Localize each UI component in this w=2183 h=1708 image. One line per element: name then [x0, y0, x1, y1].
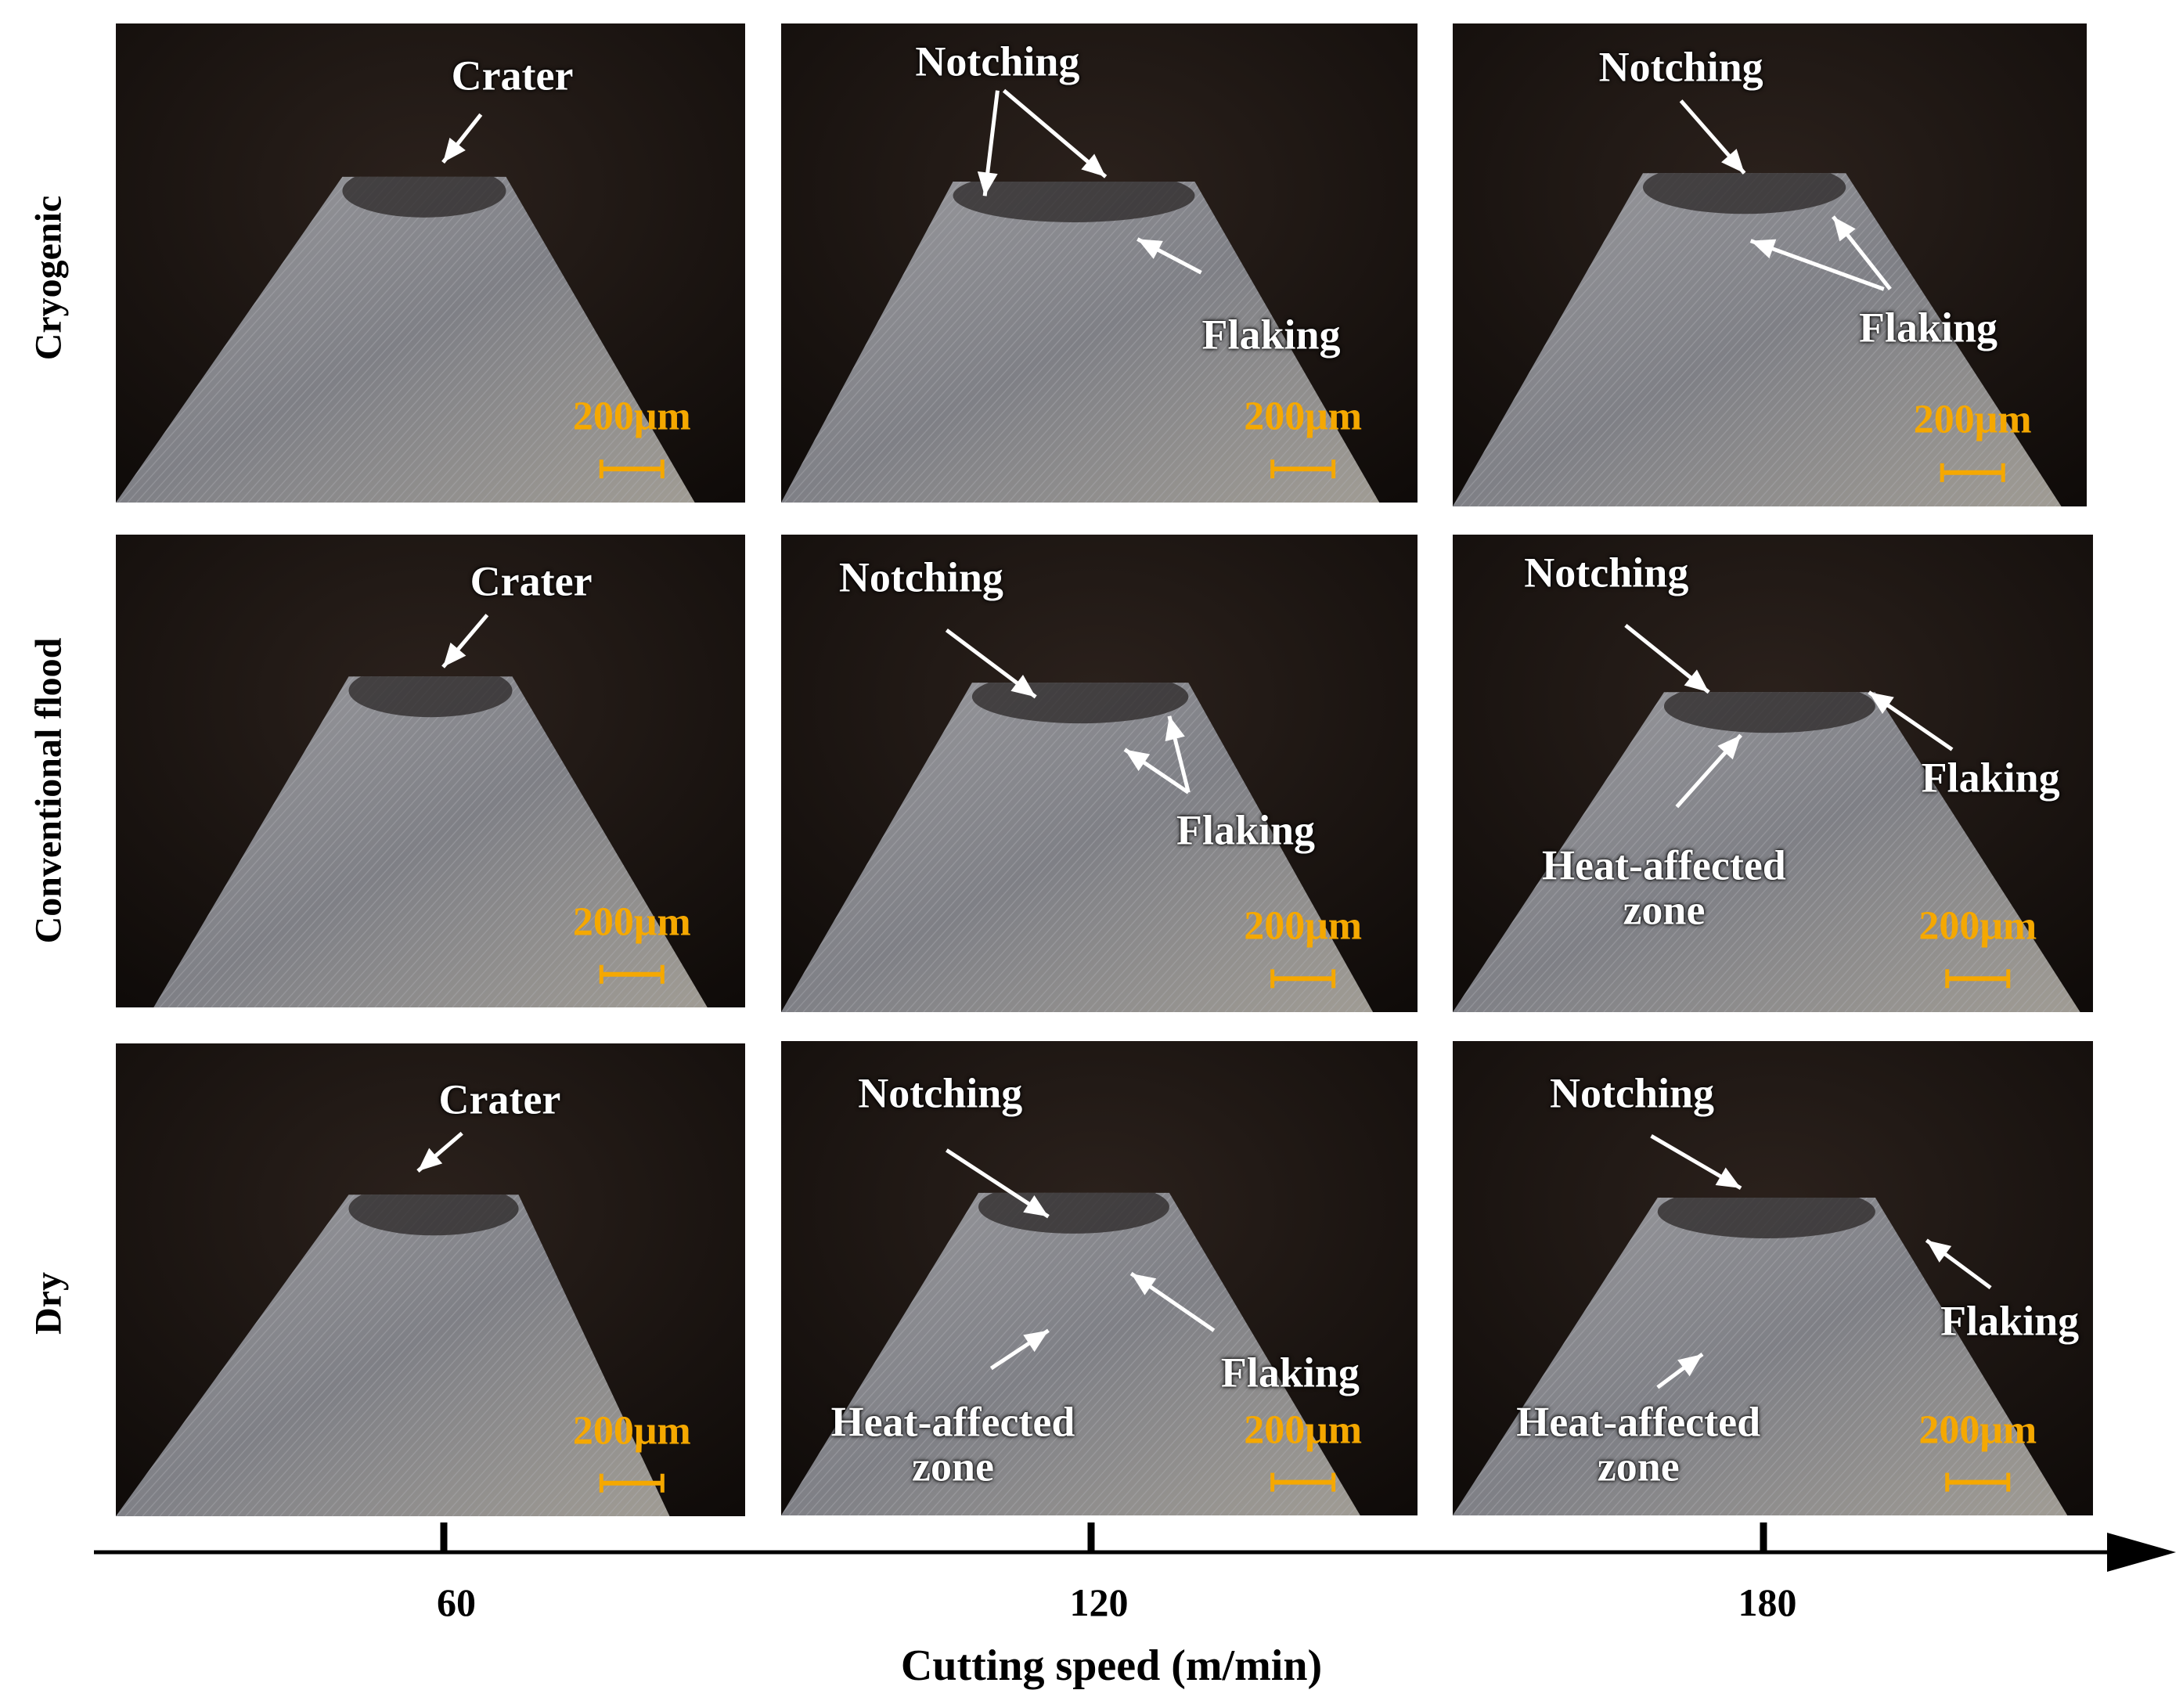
arrowhead: [1715, 1167, 1742, 1188]
tick-label-180: 180: [1738, 1580, 1797, 1624]
wear-zone: [348, 1195, 519, 1236]
scale-bar-label: 200μm: [1244, 903, 1363, 949]
scale-bar-label: 200μm: [572, 899, 691, 945]
tool-insert-face: [781, 683, 1374, 1012]
scale-bar-label: 200μm: [1918, 903, 2037, 949]
annotation-arrow: [1749, 239, 1885, 291]
annotation-crater: Crater: [451, 52, 574, 99]
annotation-heat-affected-zone: Heat-affected zone: [1542, 841, 1786, 934]
annotation-crater: Crater: [438, 1076, 561, 1124]
annotation-heat-affected-zone: Heat-affected zone: [830, 1398, 1075, 1490]
wear-zone: [978, 1192, 1169, 1234]
annotation-flaking: Flaking: [1220, 1349, 1360, 1396]
wear-zone: [1663, 692, 1875, 733]
axis-title: Cutting speed (m/min): [900, 1641, 1323, 1690]
axis-arrowhead: [2107, 1533, 2176, 1572]
arrowhead: [1023, 1195, 1049, 1217]
arrowhead: [1926, 1240, 1952, 1263]
arrowhead: [1721, 149, 1745, 174]
arrowhead: [1137, 239, 1163, 259]
arrowhead: [1131, 1273, 1157, 1295]
arrowhead: [1165, 715, 1185, 742]
tick-label-120: 120: [1069, 1580, 1129, 1624]
tool-insert-face: [1453, 1197, 2068, 1515]
annotation-notching: Notching: [915, 38, 1080, 85]
arrowhead: [1081, 153, 1106, 177]
scale-bar-label: 200μm: [572, 1408, 691, 1454]
tool-insert-face: [116, 1195, 670, 1516]
annotation-flaking: Flaking: [1940, 1297, 2080, 1345]
annotation-notching: Notching: [1598, 43, 1763, 91]
annotation-flaking: Flaking: [1201, 311, 1341, 359]
tool-insert-face: [116, 176, 695, 503]
arrowhead: [1677, 1353, 1703, 1377]
arrowhead: [1023, 1330, 1049, 1353]
arrowhead: [1684, 669, 1709, 693]
scale-bar-label: 200μm: [572, 394, 691, 439]
micrograph-panel-conventional-flood-60: 200μm Crater: [116, 535, 745, 1007]
wear-zone: [1643, 173, 1846, 214]
wear-zone: [348, 676, 513, 718]
arrowhead: [1868, 692, 1894, 715]
scale-bar-label: 200μm: [1918, 1407, 2037, 1453]
arrowhead: [1750, 239, 1777, 259]
tool-insert-face: [781, 1192, 1360, 1515]
annotation-notching: Notching: [1550, 1069, 1715, 1117]
tick-label-60: 60: [437, 1580, 476, 1624]
micrograph-panel-cryogenic-60: 200μm Crater: [116, 23, 745, 503]
annotation-crater: Crater: [470, 558, 593, 606]
tool-insert-face: [1453, 692, 2080, 1012]
wear-zone: [1657, 1197, 1875, 1238]
arrowhead: [1010, 674, 1036, 697]
tool-insert-face: [1453, 173, 2062, 506]
annotation-heat-affected-zone: Heat-affected zone: [1516, 1398, 1761, 1490]
annotation-notching: Notching: [858, 1069, 1023, 1117]
annotation-notching: Notching: [838, 553, 1003, 601]
wear-zone: [342, 176, 506, 218]
arrowhead: [417, 1148, 443, 1172]
arrowhead: [443, 642, 466, 668]
tool-insert-face: [781, 181, 1380, 503]
arrowhead: [977, 171, 998, 196]
annotation-flaking: Flaking: [1921, 754, 2060, 802]
micrograph-panel-dry-60: 200μm Crater: [116, 1043, 745, 1516]
arrowhead: [1717, 735, 1742, 760]
arrowhead: [1833, 216, 1856, 242]
scale-bar-label: 200μm: [1244, 394, 1363, 439]
arrowhead: [1125, 749, 1151, 772]
scale-bar-label: 200μm: [1913, 397, 2032, 442]
annotation-flaking: Flaking: [1858, 304, 1998, 351]
annotation-notching: Notching: [1524, 549, 1689, 596]
arrowhead: [443, 137, 466, 163]
annotation-flaking: Flaking: [1176, 806, 1316, 854]
tool-insert-face: [153, 676, 708, 1007]
wear-zone: [953, 181, 1195, 222]
scale-bar-label: 200μm: [1244, 1407, 1363, 1453]
